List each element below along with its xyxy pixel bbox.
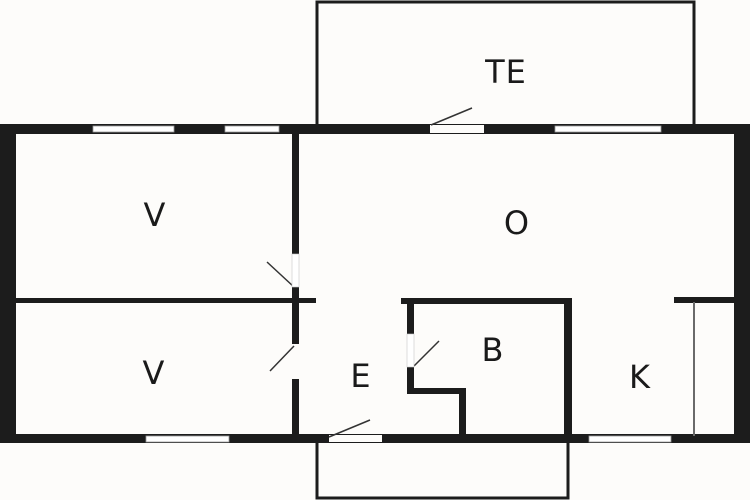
room-label-bedroom-1: V: [143, 196, 167, 234]
door-opening-bedroom1: [291, 253, 300, 288]
door-leaf-bedroom1: [266, 261, 295, 288]
door-leaves: [266, 107, 473, 438]
door-leaf-terrace: [430, 107, 473, 126]
interior-walls: [16, 130, 736, 439]
room-label-terrace: TE: [485, 53, 527, 91]
door-opening-bathroom: [406, 333, 415, 368]
windows: [92, 125, 672, 443]
door-leaf-bedroom2: [269, 345, 295, 372]
terrace-outline: [315, 0, 696, 126]
room-label-living-room: O: [503, 204, 531, 242]
room-label-bathroom: B: [481, 331, 505, 369]
porch-outline: [315, 440, 570, 500]
door-leaf-entrance: [328, 419, 371, 438]
door-leaf-bathroom: [413, 340, 440, 367]
window-bedroom1-b: [224, 125, 280, 133]
window-kitchen: [588, 435, 672, 443]
room-label-entrance: E: [350, 357, 372, 395]
door-opening-terrace: [430, 125, 484, 133]
room-label-kitchen: K: [629, 358, 651, 396]
door-opening-entrance: [329, 435, 382, 442]
window-bedroom1-a: [92, 125, 175, 133]
room-label-bedroom-2: V: [142, 354, 166, 392]
door-openings: [329, 125, 484, 442]
window-bedroom2: [145, 435, 230, 443]
window-living: [554, 125, 662, 133]
